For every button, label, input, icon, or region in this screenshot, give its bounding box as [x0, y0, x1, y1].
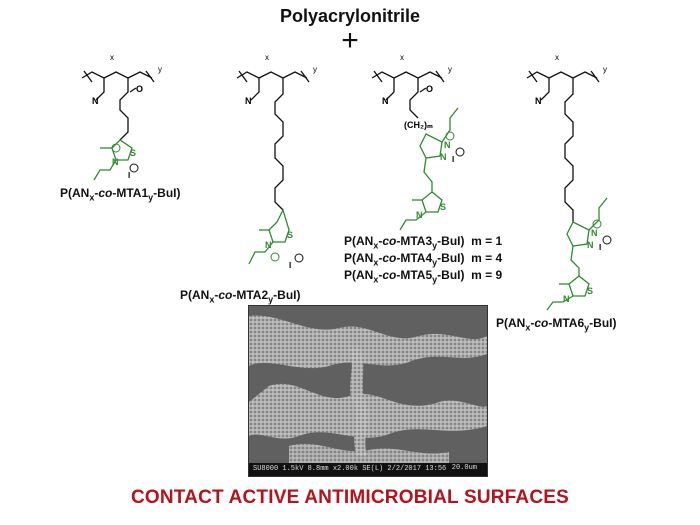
atom-s: S — [587, 286, 593, 296]
charge-plus-icon — [592, 219, 602, 229]
subscript-y: y — [448, 65, 452, 74]
subscript-x: x — [555, 53, 559, 62]
atom-iodide: I — [452, 155, 454, 164]
footer-title: CONTACT ACTIVE ANTIMICROBIAL SURFACES — [130, 487, 570, 508]
atom-n: N — [440, 152, 447, 162]
atom-n: N — [591, 228, 598, 238]
atom-s: S — [440, 202, 446, 212]
plus-sign: + — [341, 24, 359, 57]
atom-n: N — [535, 96, 542, 106]
label-mta3: P(ANx-co-MTA3y-BuI) m = 1 — [344, 234, 503, 251]
atom-iodide: I — [128, 171, 130, 180]
subscript-y: y — [313, 65, 317, 74]
charge-minus-icon — [602, 235, 612, 245]
atom-iodide: I — [599, 243, 601, 252]
title: Polyacrylonitrile — [279, 6, 421, 26]
atom-s: S — [130, 148, 136, 158]
atom-n: N — [382, 96, 389, 106]
structure-mta2: N x y S N I — [236, 53, 317, 270]
structure-mta1: N O x y S N I — [81, 53, 162, 181]
subscript-x: x — [110, 53, 114, 62]
label-mta4: P(ANx-co-MTA4y-BuI) m = 4 — [344, 251, 503, 268]
charge-minus-icon — [455, 147, 465, 157]
sem-info-text: SU8000 1.5kV 8.8mm x2.00k SE(L) 2/2/2017… — [253, 465, 447, 473]
subscript-x: x — [265, 53, 269, 62]
atom-n: N — [444, 140, 451, 150]
chain-length: (CH₂)ₘ — [404, 120, 433, 130]
atom-n: N — [92, 96, 99, 106]
sem-micrograph: SU8000 1.5kV 8.8mm x2.00k SE(L) 2/2/2017… — [248, 305, 488, 477]
charge-plus-icon — [445, 131, 455, 141]
sem-info-bar: SU8000 1.5kV 8.8mm x2.00k SE(L) 2/2/2017… — [249, 463, 487, 476]
label-mta1: P(ANx-co-MTA1y-BuI) — [60, 186, 181, 203]
label-mta6: P(ANx-co-MTA6y-BuI) — [496, 316, 617, 333]
atom-n: N — [265, 240, 272, 250]
atom-iodide: I — [289, 261, 291, 270]
atom-n: N — [563, 294, 570, 304]
atom-n: N — [587, 240, 594, 250]
sem-texture — [249, 306, 487, 463]
atom-n: N — [245, 96, 252, 106]
charge-plus-icon — [111, 143, 121, 153]
label-mta2: P(ANx-co-MTA2y-BuI) — [180, 288, 301, 305]
structure-mta3-5: N O x y (CH₂)ₘ N N I S N — [371, 53, 465, 231]
charge-minus-icon — [294, 253, 304, 263]
atom-n: N — [112, 157, 119, 167]
subscript-y: y — [603, 65, 607, 74]
charge-plus-icon — [270, 252, 280, 262]
label-mta5: P(ANx-co-MTA5y-BuI) m = 9 — [344, 268, 503, 285]
atom-o: O — [426, 84, 433, 94]
sem-scale-label: 20.0um — [451, 464, 477, 472]
atom-s: S — [287, 230, 293, 240]
atom-n: N — [416, 210, 423, 220]
structure-mta6: N x y N N I S N — [526, 53, 612, 311]
charge-minus-icon — [129, 163, 139, 173]
subscript-x: x — [400, 53, 404, 62]
atom-o: O — [136, 84, 143, 94]
subscript-y: y — [158, 65, 162, 74]
